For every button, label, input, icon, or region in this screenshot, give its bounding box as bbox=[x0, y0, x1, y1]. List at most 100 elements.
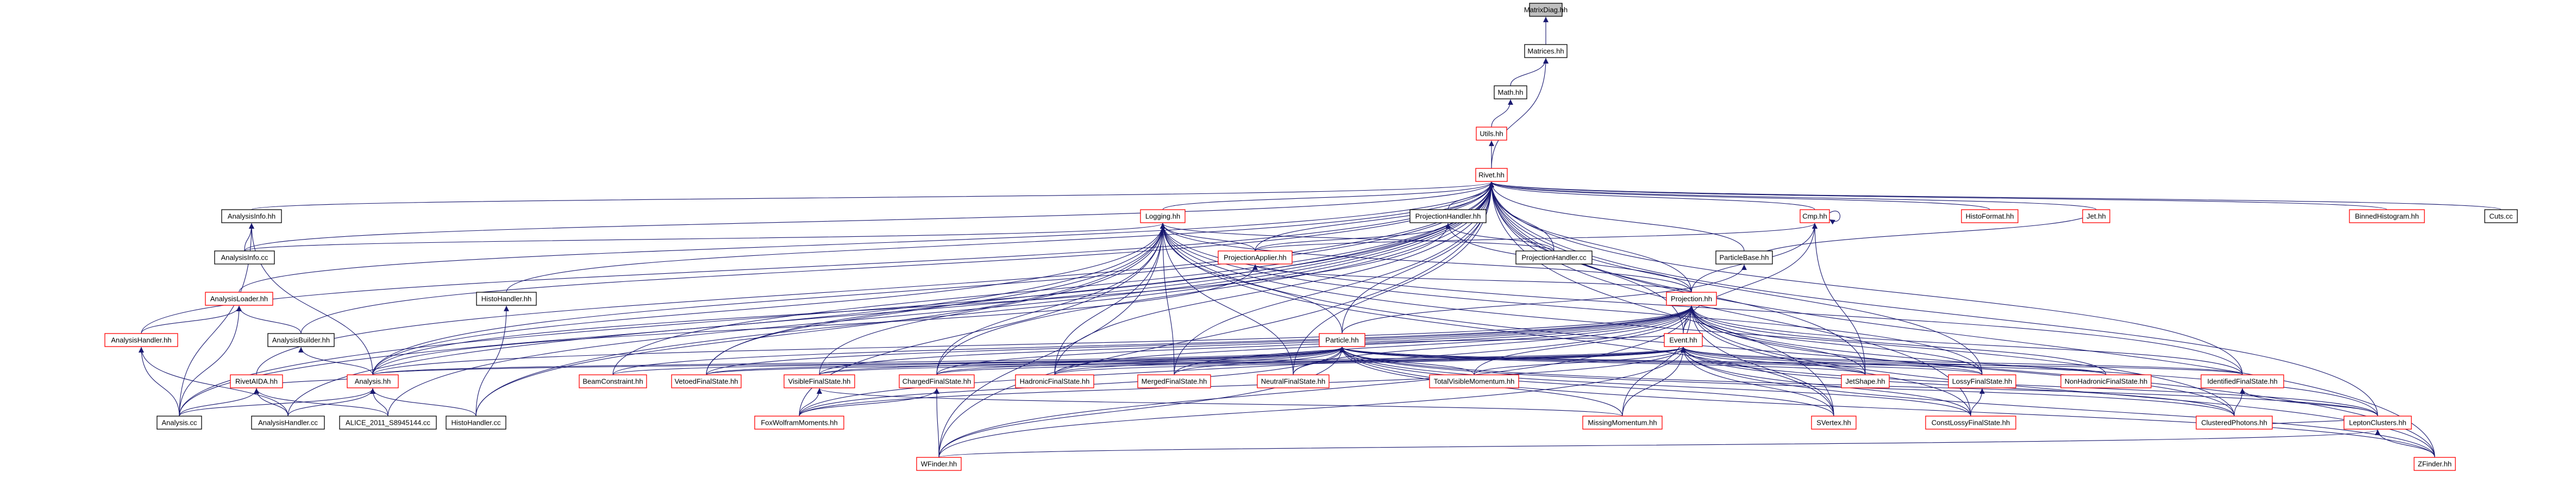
node-histo-handler-cc[interactable]: HistoHandler.cc bbox=[446, 416, 506, 430]
node-box bbox=[916, 457, 962, 471]
node-merged-final-state[interactable]: MergedFinalState.hh bbox=[1137, 374, 1211, 388]
node-box bbox=[339, 416, 437, 430]
node-fox-wolfram[interactable]: FoxWolframMoments.hh bbox=[754, 416, 844, 430]
node-vetoed-final-state[interactable]: VetoedFinalState.hh bbox=[671, 374, 742, 388]
edge-const-lossy-to-lossy-final-state bbox=[1970, 388, 1985, 417]
edge-fox-wolfram-to-event bbox=[799, 347, 1686, 417]
node-analysis-loader[interactable]: AnalysisLoader.hh bbox=[205, 292, 273, 306]
node-analysis-cc[interactable]: Analysis.cc bbox=[156, 416, 202, 430]
node-box bbox=[156, 416, 202, 430]
edge-analysis-cc-to-analysis-info-hh bbox=[179, 223, 254, 417]
node-matrices[interactable]: Matrices.hh bbox=[1524, 44, 1568, 58]
node-histo-handler-hh[interactable]: HistoHandler.hh bbox=[476, 292, 537, 306]
node-event[interactable]: Event.hh bbox=[1664, 333, 1703, 347]
node-jet[interactable]: Jet.hh bbox=[2082, 209, 2110, 223]
node-charged-final-state[interactable]: ChargedFinalState.hh bbox=[899, 374, 975, 388]
node-label: HistoFormat.hh bbox=[1966, 212, 2014, 221]
node-label: VetoedFinalState.hh bbox=[674, 378, 738, 386]
node-label: ConstLossyFinalState.hh bbox=[1932, 419, 2010, 427]
edge-event-to-rivet bbox=[1489, 181, 1684, 334]
node-utils[interactable]: Utils.hh bbox=[1476, 127, 1507, 141]
node-wfinder[interactable]: WFinder.hh bbox=[916, 457, 962, 471]
node-analysis-builder[interactable]: AnalysisBuilder.hh bbox=[267, 333, 335, 347]
node-clustered-photons[interactable]: ClusteredPhotons.hh bbox=[2196, 416, 2273, 430]
node-svertex[interactable]: SVertex.hh bbox=[1811, 416, 1857, 430]
edge-jet-to-rivet bbox=[1489, 181, 2097, 210]
node-box bbox=[2414, 457, 2456, 471]
edge-wfinder-to-rivet bbox=[938, 181, 1494, 458]
node-projection-handler[interactable]: ProjectionHandler.hh bbox=[1409, 209, 1487, 223]
node-analysis-hh[interactable]: Analysis.hh bbox=[347, 374, 399, 388]
node-math[interactable]: Math.hh bbox=[1494, 85, 1527, 99]
edge-vetoed-final-state-to-event bbox=[706, 347, 1686, 375]
node-zfinder[interactable]: ZFinder.hh bbox=[2414, 457, 2456, 471]
edge-event-to-particle bbox=[1339, 333, 1684, 348]
edge-merged-final-state-to-projection bbox=[1174, 305, 1694, 375]
node-logging[interactable]: Logging.hh bbox=[1140, 209, 1186, 223]
node-lepton-clusters[interactable]: LeptonClusters.hh bbox=[2343, 416, 2412, 430]
node-box bbox=[1429, 374, 1519, 388]
node-histo-format[interactable]: HistoFormat.hh bbox=[1961, 209, 2019, 223]
node-projection-handler-cc[interactable]: ProjectionHandler.cc bbox=[1515, 250, 1593, 265]
node-analysis-handler-cc[interactable]: AnalysisHandler.cc bbox=[251, 416, 325, 430]
edge-identified-final-state-to-projection bbox=[1689, 305, 2243, 375]
edge-jet-shape-to-event bbox=[1681, 347, 1866, 375]
node-label: Cuts.cc bbox=[2489, 212, 2513, 221]
node-box bbox=[267, 333, 335, 347]
node-analysis-info-cc[interactable]: AnalysisInfo.cc bbox=[214, 250, 275, 265]
node-label: ParticleBase.hh bbox=[1719, 254, 1769, 262]
node-non-hadronic-final-state[interactable]: NonHadronicFinalState.hh bbox=[2060, 374, 2152, 388]
edge-svertex-to-projection bbox=[1689, 305, 1834, 417]
node-beam-constraint[interactable]: BeamConstraint.hh bbox=[579, 374, 647, 388]
node-total-visible-momentum[interactable]: TotalVisibleMomentum.hh bbox=[1429, 374, 1519, 388]
node-particle[interactable]: Particle.hh bbox=[1319, 333, 1365, 347]
node-label: Matrices.hh bbox=[1527, 47, 1564, 55]
node-label: BinnedHistogram.hh bbox=[2355, 212, 2419, 221]
edge-histo-handler-cc-to-rivet bbox=[475, 181, 1494, 417]
node-box bbox=[251, 416, 325, 430]
edge-rivet-to-matrices bbox=[1491, 58, 1549, 169]
node-missing-momentum[interactable]: MissingMomentum.hh bbox=[1582, 416, 1663, 430]
node-projection-applier[interactable]: ProjectionApplier.hh bbox=[1218, 250, 1293, 265]
node-label: JetShape.hh bbox=[1845, 378, 1885, 386]
node-cuts[interactable]: Cuts.cc bbox=[2484, 209, 2518, 223]
edge-merged-final-state-to-logging bbox=[1160, 223, 1175, 375]
node-box bbox=[579, 374, 647, 388]
node-binned-histogram[interactable]: BinnedHistogram.hh bbox=[2349, 209, 2425, 223]
edge-zfinder-to-lepton-clusters bbox=[2375, 429, 2435, 458]
node-const-lossy[interactable]: ConstLossyFinalState.hh bbox=[1925, 416, 2016, 430]
node-box bbox=[2349, 209, 2425, 223]
edge-missing-momentum-to-visible-final-state bbox=[817, 388, 1623, 417]
node-rivet[interactable]: Rivet.hh bbox=[1475, 168, 1508, 182]
node-hadronic-final-state[interactable]: HadronicFinalState.hh bbox=[1015, 374, 1094, 388]
edge-vetoed-final-state-to-projection bbox=[706, 305, 1694, 375]
node-label: Particle.hh bbox=[1325, 336, 1358, 344]
node-box bbox=[1666, 292, 1717, 306]
edge-analysis-hh-to-projection bbox=[372, 305, 1694, 375]
node-alice[interactable]: ALICE_2011_S8945144.cc bbox=[339, 416, 437, 430]
node-label: Math.hh bbox=[1498, 89, 1524, 97]
node-visible-final-state[interactable]: VisibleFinalState.hh bbox=[784, 374, 855, 388]
node-label: LossyFinalState.hh bbox=[1952, 378, 2013, 386]
node-jet-shape[interactable]: JetShape.hh bbox=[1841, 374, 1890, 388]
edge-projection-to-logging bbox=[1160, 223, 1692, 293]
node-analysis-handler-hh[interactable]: AnalysisHandler.hh bbox=[104, 333, 178, 347]
edge-jet-shape-to-cmp bbox=[1812, 223, 1866, 375]
node-projection[interactable]: Projection.hh bbox=[1666, 292, 1717, 306]
node-box bbox=[221, 209, 282, 223]
node-box bbox=[2060, 374, 2152, 388]
edge-particle-to-logging bbox=[1160, 223, 1343, 334]
edge-vetoed-final-state-to-rivet bbox=[706, 181, 1494, 375]
node-analysis-info-hh[interactable]: AnalysisInfo.hh bbox=[221, 209, 282, 223]
node-neutral-final-state[interactable]: NeutralFinalState.hh bbox=[1257, 374, 1330, 388]
node-rivet-aida[interactable]: RivetAIDA.hh bbox=[230, 374, 283, 388]
node-label: Cmp.hh bbox=[1802, 212, 1827, 221]
edge-charged-final-state-to-event bbox=[936, 347, 1686, 375]
node-box bbox=[1948, 374, 2016, 388]
node-identified-final-state[interactable]: IdentifiedFinalState.hh bbox=[2201, 374, 2284, 388]
node-cmp[interactable]: Cmp.hh bbox=[1800, 209, 1830, 223]
edge-missing-momentum-to-event bbox=[1622, 347, 1686, 417]
node-particle-base[interactable]: ParticleBase.hh bbox=[1715, 250, 1773, 265]
node-lossy-final-state[interactable]: LossyFinalState.hh bbox=[1948, 374, 2016, 388]
edge-neutral-final-state-to-rivet bbox=[1293, 181, 1494, 375]
